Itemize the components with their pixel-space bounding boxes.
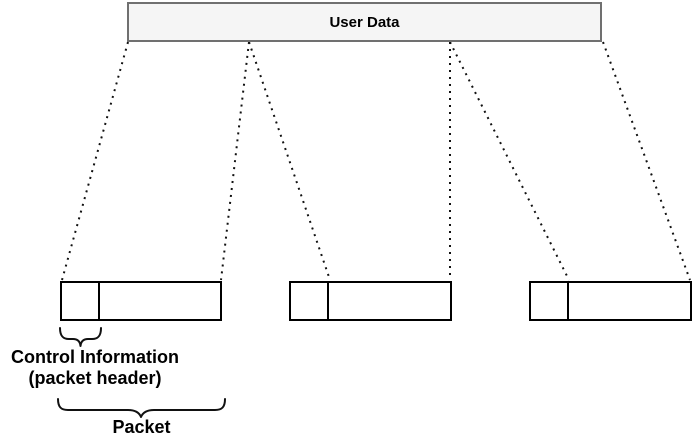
dotted-line-3 xyxy=(248,41,331,281)
packet-label: Packet xyxy=(112,417,171,437)
dotted-line-1 xyxy=(61,41,129,281)
packet-3-header-cell xyxy=(531,283,569,319)
packet-2-header-cell xyxy=(291,283,329,319)
packet-2-data-cell xyxy=(329,283,450,319)
packet-box-3 xyxy=(529,281,692,321)
dotted-line-5 xyxy=(449,41,570,281)
dotted-line-2 xyxy=(220,41,250,281)
control-information-line2: (packet header) xyxy=(28,368,162,388)
user-data-box: User Data xyxy=(127,2,602,42)
packet-1-header-cell xyxy=(62,283,100,319)
packet-box-1 xyxy=(60,281,222,321)
packet-3-data-cell xyxy=(569,283,690,319)
control-information-line1: Control Information xyxy=(11,347,179,367)
packet-brace xyxy=(57,398,226,418)
packet-box-2 xyxy=(289,281,452,321)
user-data-label: User Data xyxy=(329,13,400,31)
packet-1-data-cell xyxy=(100,283,220,319)
dotted-line-6 xyxy=(602,41,691,281)
control-info-brace xyxy=(59,327,102,347)
control-information-label: Control Information (packet header) xyxy=(0,347,190,389)
